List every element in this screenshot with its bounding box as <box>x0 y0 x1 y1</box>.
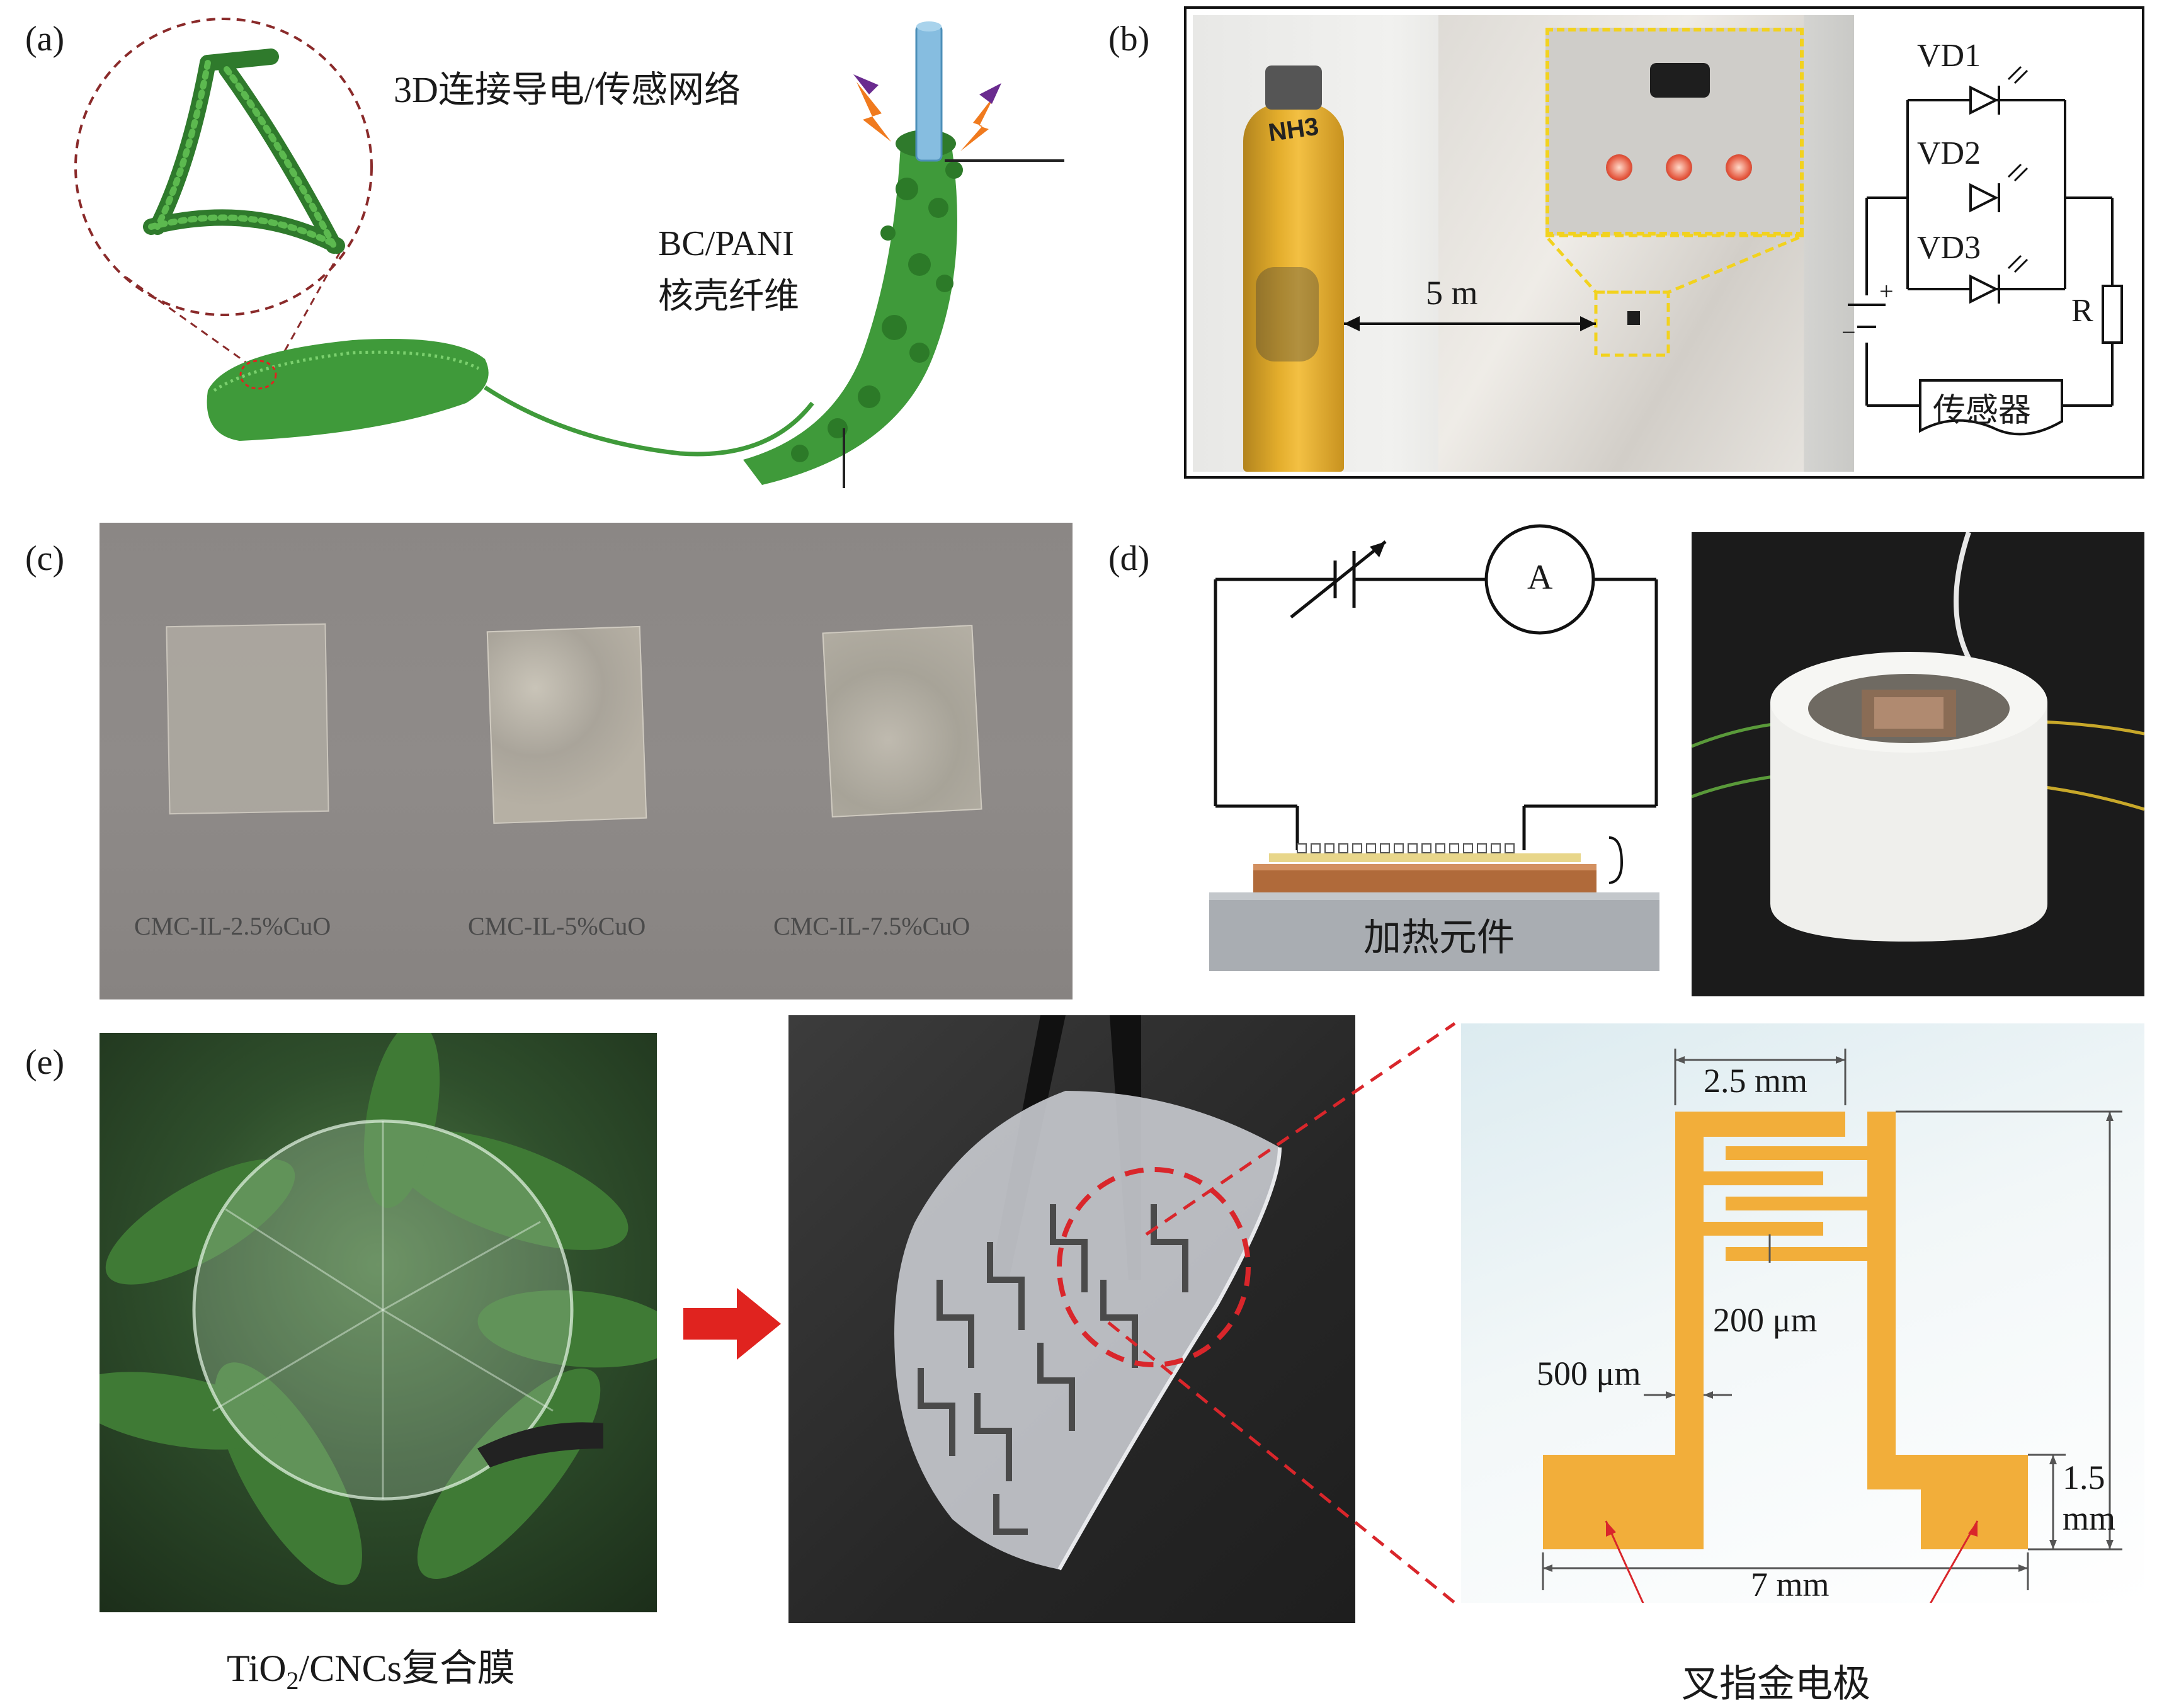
vd3-label: VD3 <box>1917 230 1981 266</box>
film-caption-rest: /CNCs复合膜 <box>299 1648 515 1689</box>
ammeter-label: A <box>1527 558 1553 597</box>
film-caption-sub: 2 <box>286 1666 299 1695</box>
fiber-label-line1: BC/PANI <box>658 224 794 263</box>
dim-total-width: 7 mm <box>1751 1566 1830 1603</box>
electrode-caption: 叉指金电极 <box>1682 1663 1870 1705</box>
sensor-label: 传感器 <box>1933 393 2032 429</box>
panel-a-label: (a) <box>25 20 65 59</box>
film-caption-main: TiO <box>227 1648 287 1689</box>
panel-d-label: (d) <box>1108 539 1150 578</box>
film-on-leaf-photo <box>100 1033 657 1612</box>
vd1-label: VD1 <box>1917 38 1981 74</box>
dim-gap: 200 μm <box>1713 1301 1818 1339</box>
panel-c-photo: CMC-IL-2.5%CuO CMC-IL-5%CuO CMC-IL-7.5%C… <box>100 523 1073 999</box>
distance-label: 5 m <box>1426 274 1478 312</box>
sensor-zoom-inset <box>1545 28 1804 236</box>
panel-d-photo <box>1692 532 2144 996</box>
electrode-schematic: 2.5 mm 200 μm 500 μm 1.5 mm 7 mm <box>1461 1023 2144 1603</box>
panel-e-label: (e) <box>25 1043 65 1082</box>
resistor-label: R <box>2071 293 2093 329</box>
transition-arrow-icon <box>683 1288 781 1360</box>
film-sample-3 <box>822 624 982 818</box>
sample-label-1: CMC-IL-2.5%CuO <box>134 912 331 940</box>
vd2-label: VD2 <box>1917 135 1981 171</box>
panel-d-schematic: A 加热元件 <box>1197 516 1675 995</box>
sample-label-3: CMC-IL-7.5%CuO <box>773 912 970 940</box>
dim-pad-height-1: 1.5 <box>2063 1459 2105 1496</box>
film-sample-1 <box>166 623 329 815</box>
film-sample-2 <box>486 625 647 824</box>
fiber-label-line2: 核壳纤维 <box>658 277 799 316</box>
sample-label-2: CMC-IL-5%CuO <box>468 912 646 940</box>
dim-line-width: 500 μm <box>1537 1355 1641 1392</box>
plus-label: + <box>1879 277 1894 305</box>
minus-label: − <box>1841 318 1856 346</box>
film-caption: TiO2/CNCs复合膜 <box>227 1637 515 1695</box>
zoom-circle <box>74 18 373 316</box>
flexible-film-photo <box>788 1015 1355 1623</box>
panel-b-frame: NH3 <box>1184 6 2144 479</box>
dim-pad-height-2: mm <box>2063 1500 2116 1537</box>
dim-top-width: 2.5 mm <box>1704 1062 1808 1100</box>
gas-cylinder: NH3 <box>1243 103 1344 472</box>
network-label: 3D连接导电/传感网络 <box>394 69 741 110</box>
diode-symbols <box>1969 65 2029 304</box>
panel-c-label: (c) <box>25 539 65 578</box>
heater-label: 加热元件 <box>1363 917 1515 959</box>
panel-a-figure <box>0 0 1108 491</box>
panel-b-label: (b) <box>1108 20 1150 59</box>
